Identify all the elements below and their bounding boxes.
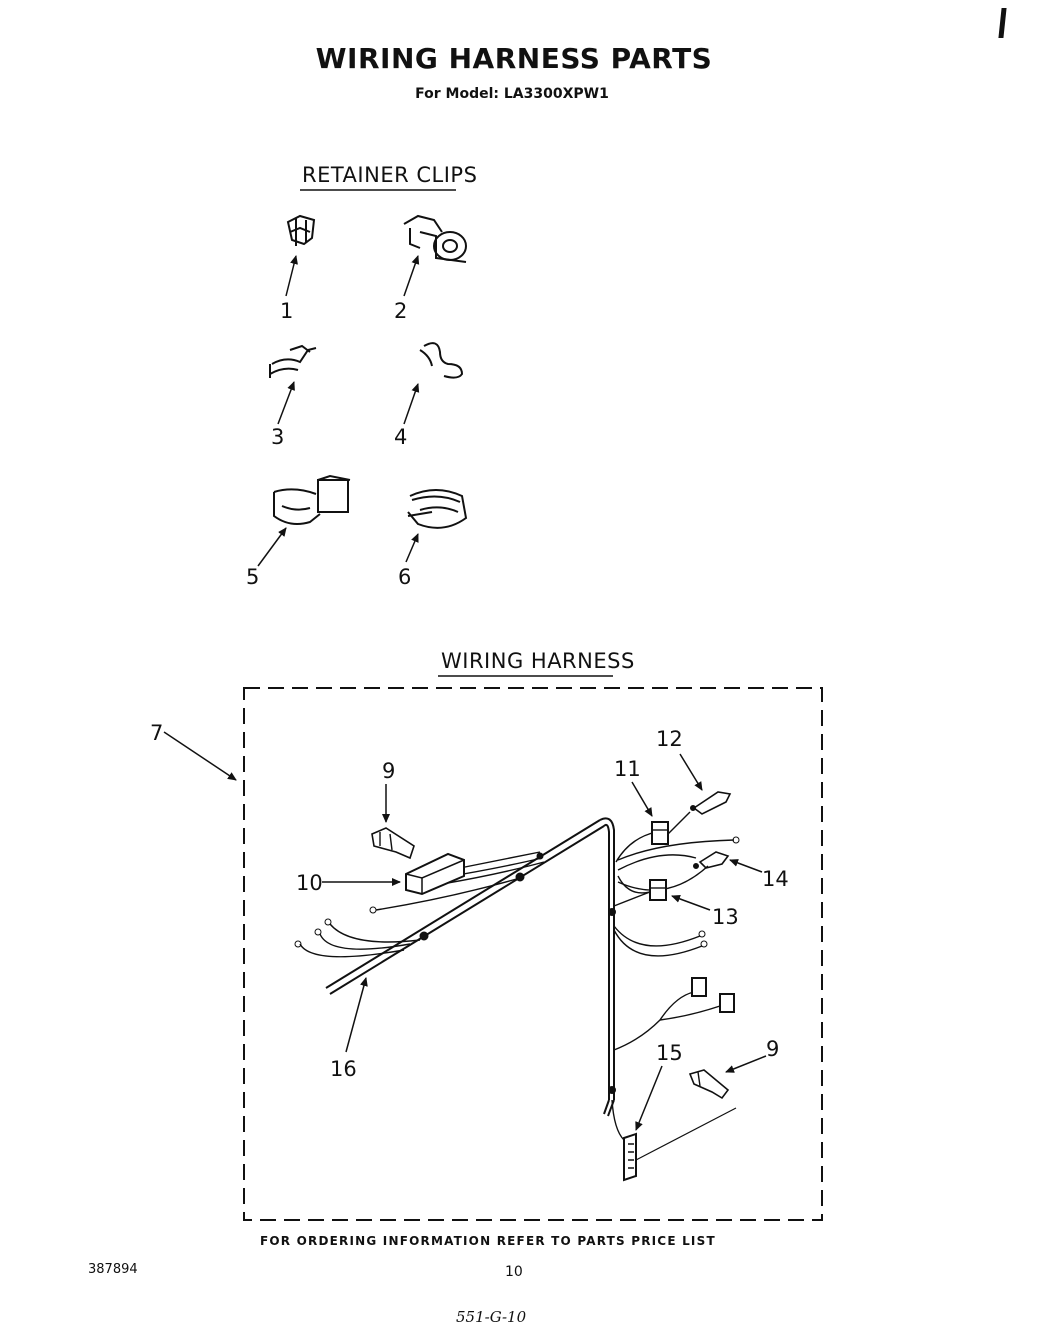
- callout-1: 1: [280, 299, 293, 323]
- handwritten-note: 551-G-10: [456, 1308, 527, 1326]
- callout-2: 2: [394, 299, 407, 323]
- callout-15: 15: [656, 1041, 683, 1065]
- model-line: For Model: LA3300XPW1: [415, 86, 609, 102]
- callout-13: 13: [712, 905, 739, 929]
- callout-13-arrow: [671, 895, 711, 911]
- callout-12: 12: [656, 727, 683, 751]
- callout-9-right-arrow: [725, 1055, 767, 1073]
- callout-2-arrow: [403, 255, 420, 297]
- callout-7-arrow: [163, 731, 237, 781]
- callout-16: 16: [330, 1057, 357, 1081]
- callout-7: 7: [150, 721, 163, 745]
- ordering-note: FOR ORDERING INFORMATION REFER TO PARTS …: [260, 1234, 716, 1248]
- callout-4: 4: [394, 425, 407, 449]
- callout-12-arrow: [679, 753, 703, 791]
- retainer-clip-5-drawing: [273, 474, 351, 525]
- wiring-harness-heading: WIRING HARNESS: [441, 649, 635, 673]
- callout-16-arrow: [345, 977, 368, 1053]
- callout-6-arrow: [405, 533, 419, 563]
- callout-11: 11: [614, 757, 641, 781]
- callout-6: 6: [398, 565, 411, 589]
- page-title: WIRING HARNESS PARTS: [315, 42, 713, 75]
- callout-15-arrow: [635, 1065, 663, 1131]
- page-number: 10: [505, 1264, 523, 1280]
- callout-9-right: 9: [766, 1037, 779, 1061]
- callout-1-arrow: [285, 255, 298, 297]
- document-number: 387894: [88, 1262, 138, 1277]
- retainer-clips-heading: RETAINER CLIPS: [302, 163, 478, 187]
- retainer-clip-6-drawing: [407, 489, 468, 529]
- retainer-clip-4-drawing: [419, 342, 464, 379]
- callout-9-left: 9: [382, 759, 395, 783]
- wiring-harness-dashed-frame: [243, 687, 823, 1221]
- retainer-clip-2-drawing: [403, 214, 467, 263]
- wiring-harness-drawing: [294, 791, 740, 1182]
- callout-5-arrow: [257, 527, 287, 567]
- callout-4-arrow: [403, 383, 420, 425]
- callout-10: 10: [296, 871, 323, 895]
- retainer-clip-3-drawing: [269, 344, 317, 378]
- callout-14: 14: [762, 867, 789, 891]
- callout-11-arrow: [631, 781, 653, 817]
- callout-14-arrow: [729, 859, 763, 873]
- callout-3-arrow: [277, 381, 295, 425]
- callout-5: 5: [246, 565, 259, 589]
- callout-3: 3: [271, 425, 284, 449]
- retainer-clip-1-drawing: [286, 214, 316, 246]
